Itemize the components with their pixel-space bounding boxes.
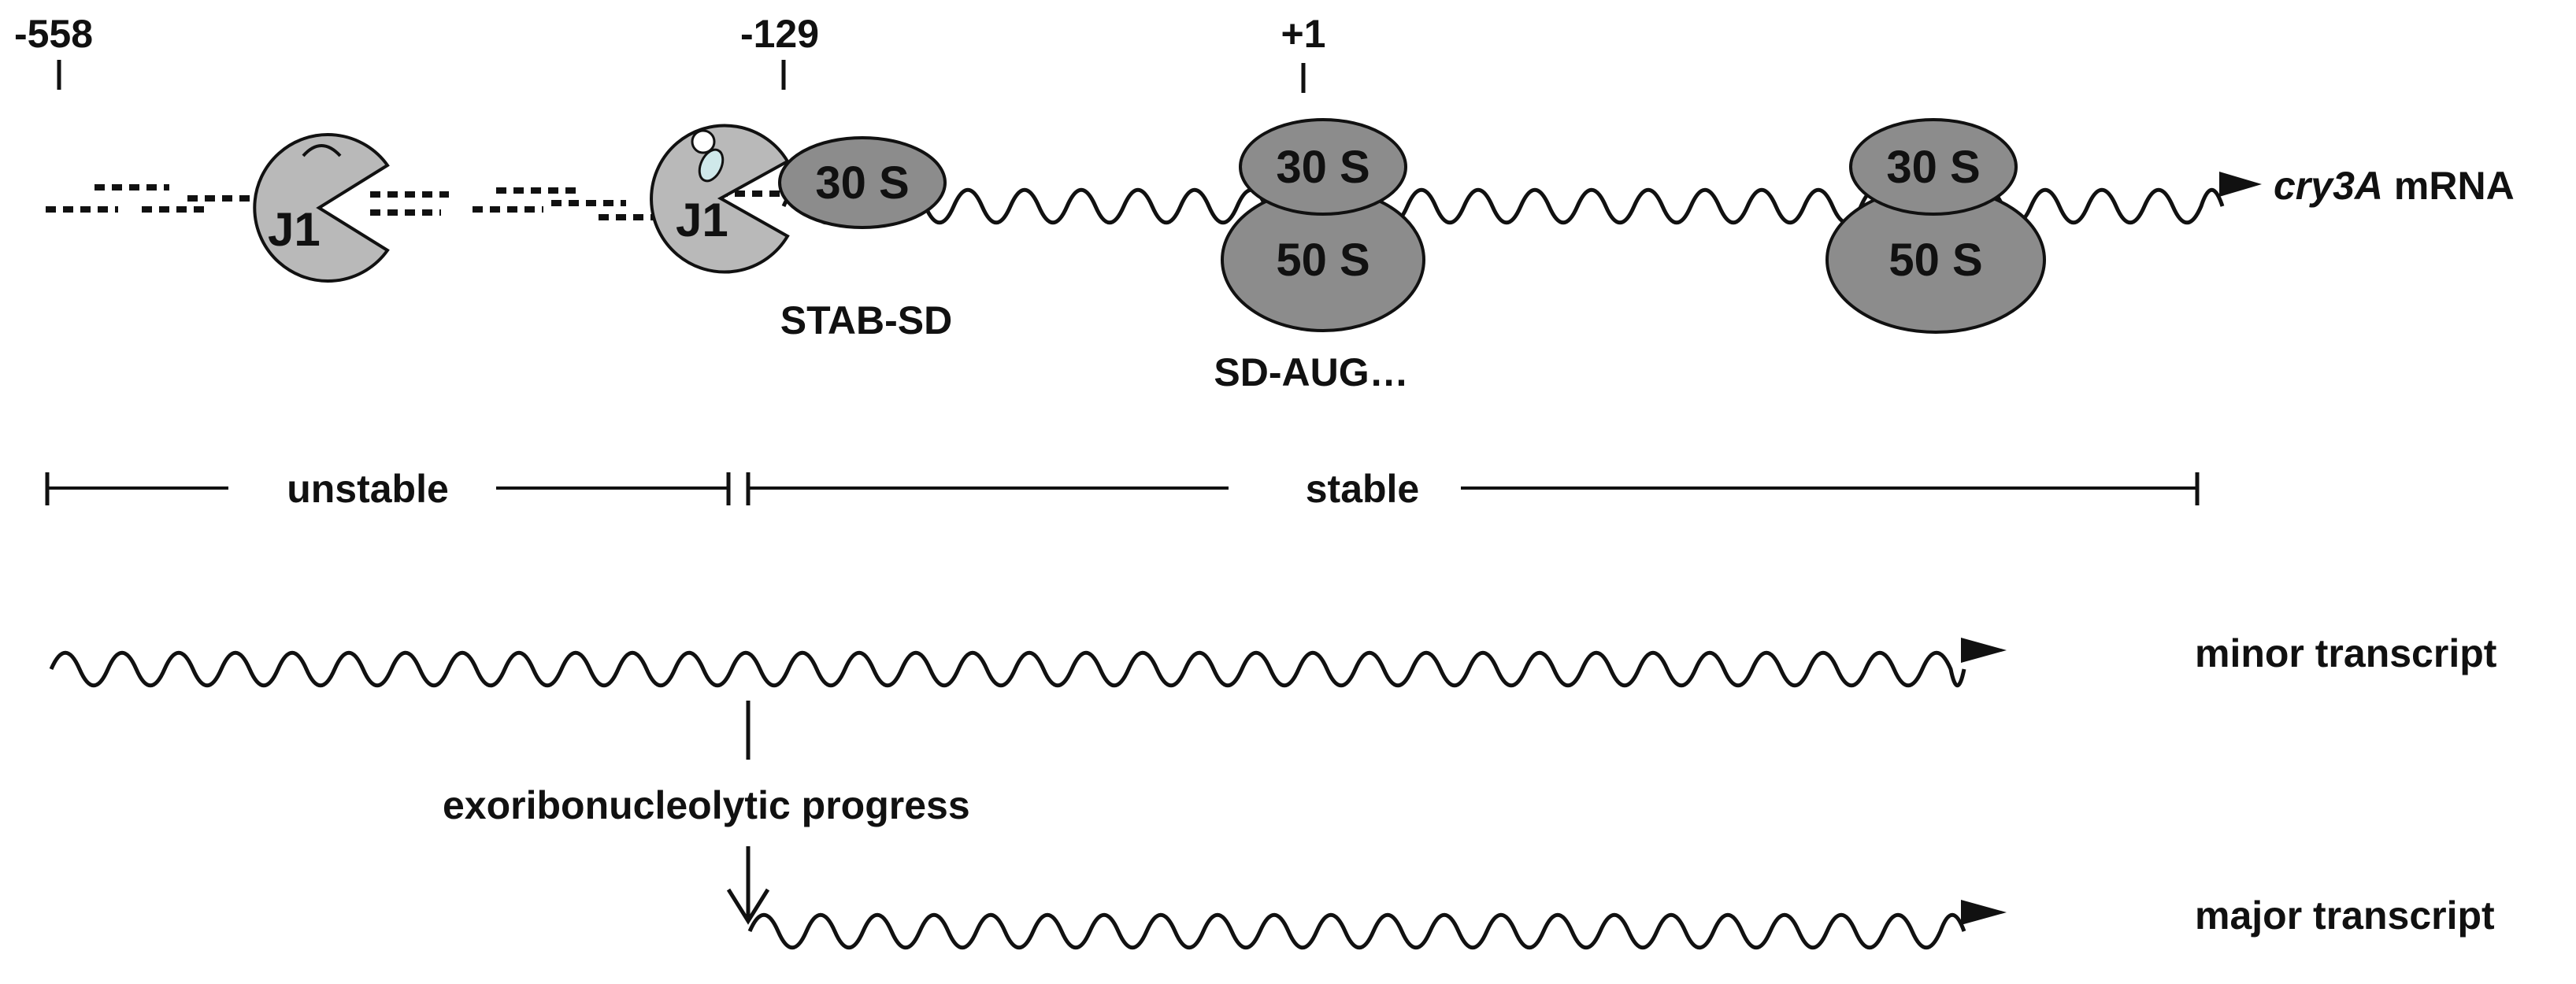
j1-eye-left (302, 144, 342, 157)
position-marker-129: -129 (740, 12, 819, 90)
ribosome-30s-elongating-label: 30 S (1886, 142, 1980, 193)
minor-transcript-label: minor transcript (2195, 631, 2497, 675)
position-label-plus1: +1 (1281, 12, 1325, 56)
region-stable: stable (746, 467, 2200, 511)
j1-enzyme-left: J1 (253, 133, 390, 283)
major-transcript-strand (747, 912, 1966, 950)
region-unstable: unstable (45, 467, 731, 511)
position-marker-plus1: +1 (1281, 12, 1326, 93)
ribosome-complex-elongating: 50 S 30 S (1825, 118, 2046, 334)
j1-cofactor-ellipse (698, 148, 725, 183)
position-label-129: -129 (740, 12, 819, 56)
j1-body-left (253, 133, 390, 283)
ribosome-30s-initiation-shape (1239, 118, 1407, 216)
j1-label-left: J1 (268, 203, 321, 256)
ribosome-30s-stab-sd: 30 S (778, 136, 947, 229)
ribosome-30s-stab-sd-label: 30 S (815, 157, 909, 209)
mrna-suffix: mRNA (2383, 164, 2515, 208)
j1-cofactor-circle (691, 129, 716, 154)
ribosome-30s-stab-sd-shape (778, 136, 947, 229)
position-marker-558: -558 (14, 12, 93, 90)
minor-transcript-strand (49, 650, 1966, 688)
stab-sd-label: STAB-SD (780, 298, 953, 342)
unstable-label: unstable (287, 467, 449, 511)
position-label-558: -558 (14, 12, 93, 56)
j1-label-right: J1 (676, 194, 728, 246)
ribosome-complex-initiation: 50 S 30 S (1221, 118, 1425, 332)
j1-enzyme-right: J1 (650, 124, 790, 274)
stable-label: stable (1306, 467, 1420, 511)
ribosome-50s-elongating-label: 50 S (1888, 235, 1982, 286)
j1-body-right (650, 124, 790, 274)
ribosome-30s-initiation-label: 30 S (1276, 142, 1370, 193)
major-transcript-label: major transcript (2195, 893, 2495, 938)
ribosome-50s-initiation-label: 50 S (1276, 235, 1370, 286)
sd-aug-label: SD-AUG… (1214, 350, 1408, 394)
mrna-arrowhead (2219, 172, 2262, 197)
ribosome-30s-elongating-shape (1849, 118, 2018, 216)
process-label: exoribonucleolytic progress (443, 783, 970, 827)
major-transcript-arrowhead (1961, 900, 2007, 925)
process-arrow (726, 846, 770, 925)
minor-transcript-arrowhead (1961, 638, 2007, 663)
mrna-label: cry3A mRNA (2274, 164, 2515, 208)
mrna-gene-name: cry3A (2274, 164, 2383, 208)
